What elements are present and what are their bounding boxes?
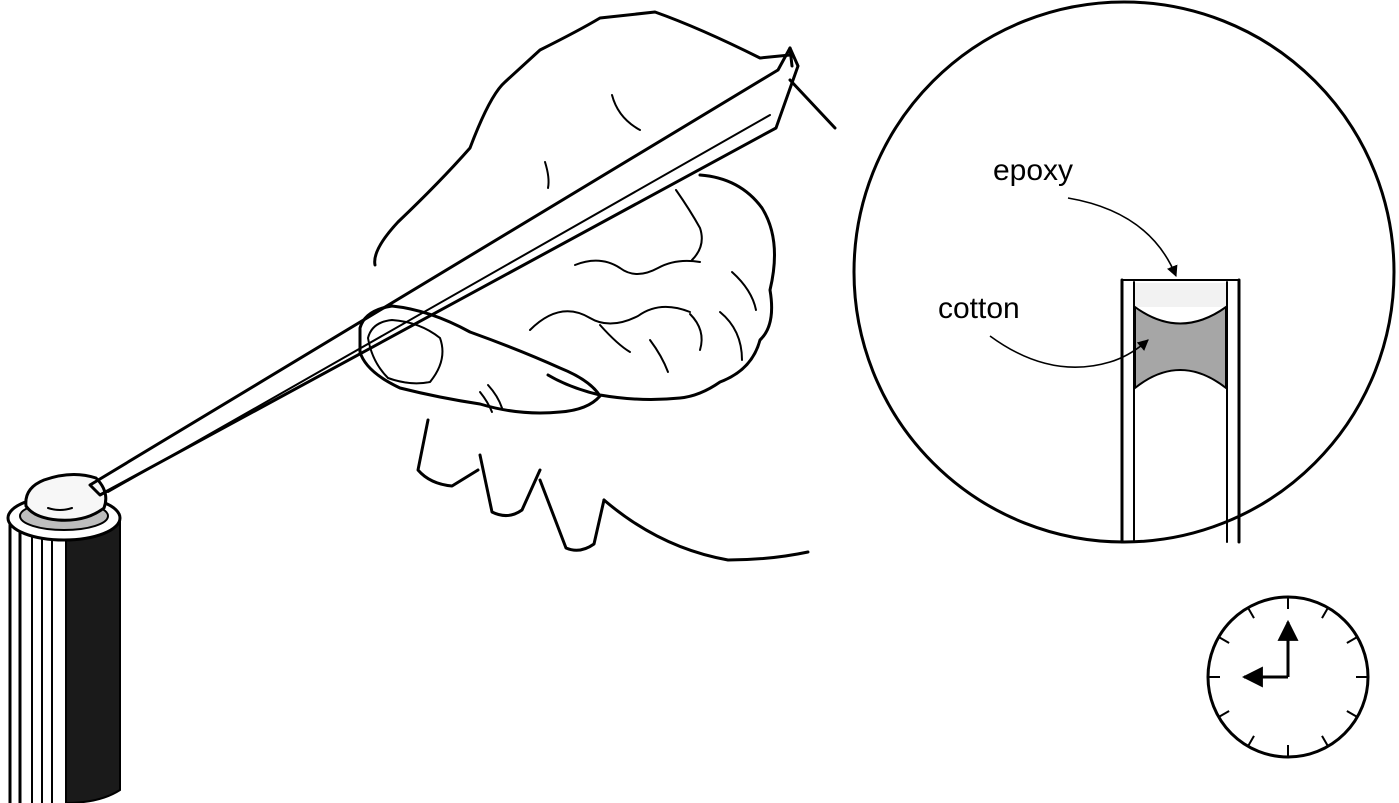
clock-icon [1208, 597, 1368, 757]
epoxy-label: epoxy [993, 154, 1073, 187]
magnified-inset: epoxy cotton [854, 2, 1394, 542]
tweezers-icon [90, 48, 798, 495]
tube [8, 474, 120, 803]
tube-dark-side [66, 518, 120, 803]
hand-icon [360, 12, 835, 560]
epoxy-plug [1135, 283, 1226, 307]
cotton-label: cotton [938, 292, 1020, 325]
